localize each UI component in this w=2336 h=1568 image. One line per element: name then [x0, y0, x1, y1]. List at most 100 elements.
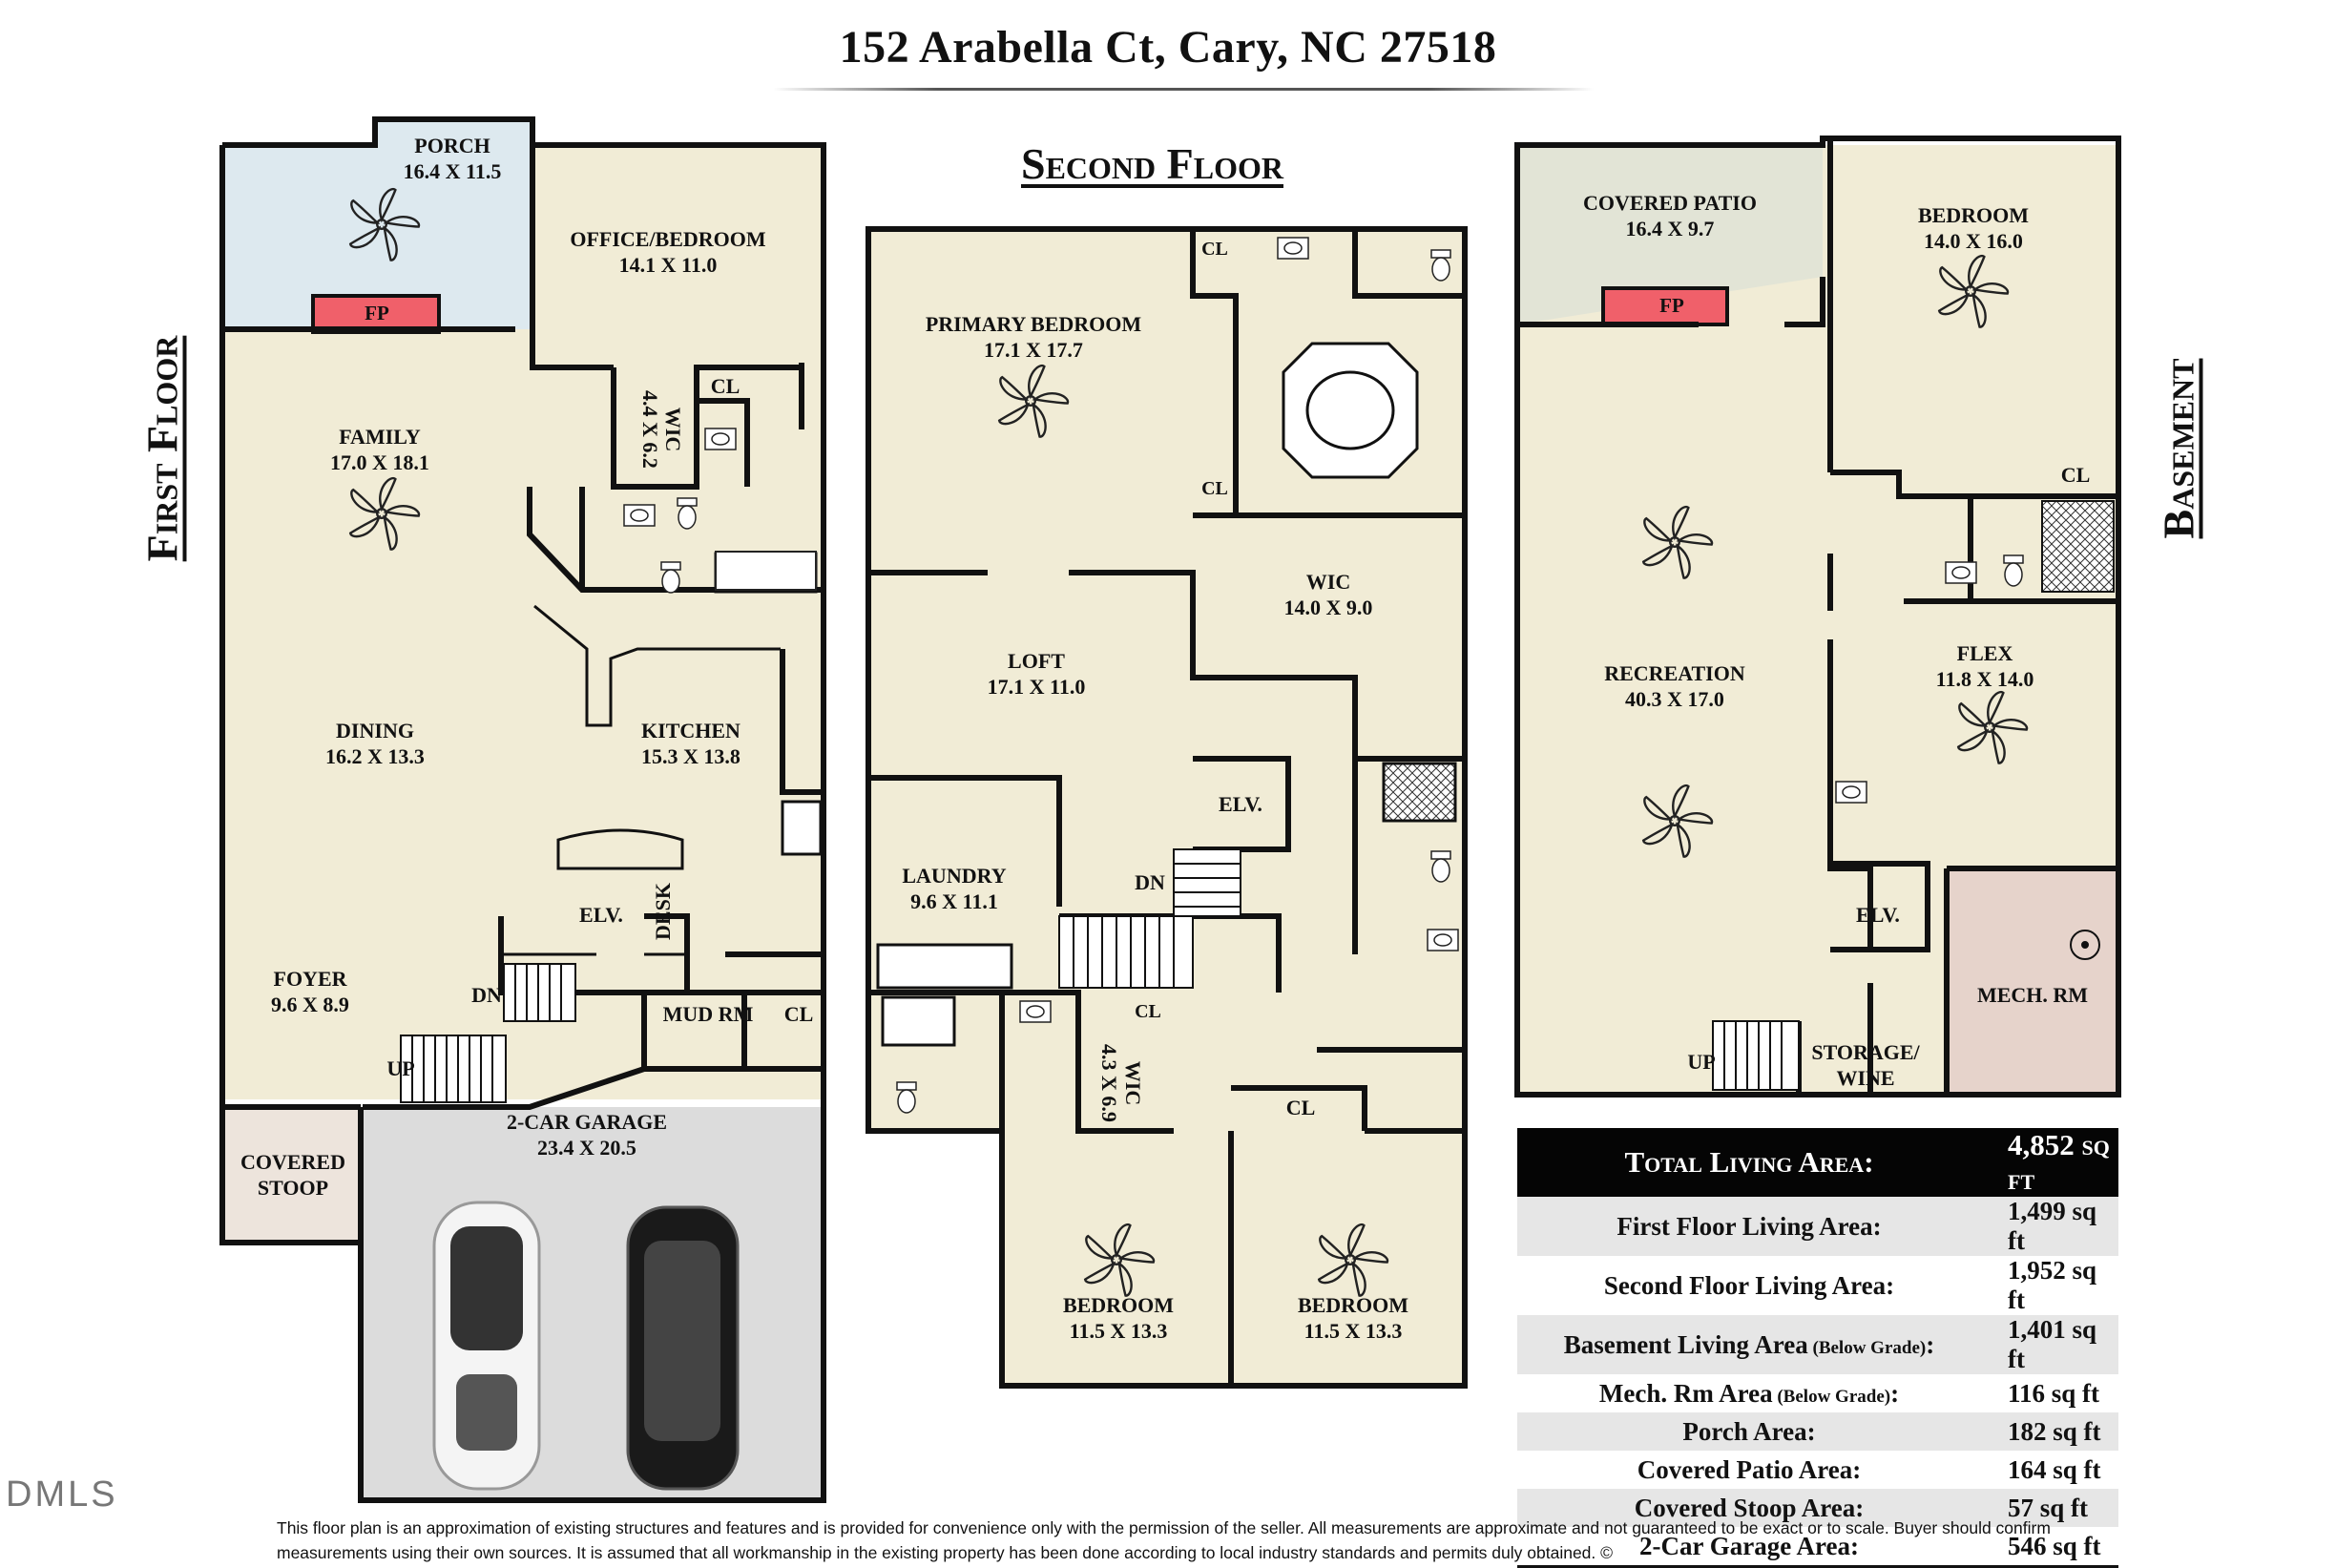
total-area-row: Total Living Area: 4,852 sq ft	[1517, 1128, 2118, 1197]
recreation-dims: 40.3 X 17.0	[1625, 687, 1724, 711]
bed2-dims: 11.5 X 13.3	[1070, 1319, 1168, 1343]
patio-label: COVERED PATIO	[1583, 191, 1757, 215]
car-white-icon	[432, 1201, 541, 1491]
second-floor-plan	[866, 226, 1468, 1389]
foyer-label: FOYER	[274, 967, 348, 991]
foyer-dims: 9.6 X 8.9	[271, 993, 349, 1016]
area-row: Basement Living Area (Below Grade): 1,40…	[1517, 1315, 2118, 1374]
porch-dims: 16.4 X 11.5	[404, 159, 502, 183]
area-row-value: 1,952 sq ft	[2008, 1256, 2097, 1314]
area-row-label: Second Floor Living Area:	[1603, 1270, 1895, 1300]
cl-first-label: CL	[711, 374, 740, 398]
flex-label: FLEX	[1957, 641, 2013, 665]
cl-base-label: CL	[2061, 463, 2091, 487]
mls-watermark: DMLS	[6, 1474, 118, 1515]
disclaimer-text: This floor plan is an approximation of e…	[277, 1518, 2051, 1562]
area-row-label-note: Mech. Rm Area (Below Grade):	[1598, 1378, 1900, 1408]
area-summary-table: Total Living Area: 4,852 sq ft First Flo…	[1517, 1128, 2118, 1568]
wic-first-dims: 4.4 X 6.2	[638, 390, 662, 469]
area-row: Covered Patio Area: 164 sq ft	[1517, 1451, 2118, 1489]
page-title: 152 Arabella Ct, Cary, NC 27518	[839, 22, 1497, 73]
wic-second-dims: 4.3 X 6.9	[1097, 1044, 1121, 1122]
garage-label: 2-CAR GARAGE	[507, 1110, 667, 1134]
area-row: Second Floor Living Area: 1,952 sq ft	[1517, 1256, 2118, 1315]
office-dims: 14.1 X 11.0	[619, 253, 718, 277]
primary-label: PRIMARY BEDROOM	[926, 312, 1142, 336]
dining-dims: 16.2 X 13.3	[325, 744, 425, 768]
dn-second-label: DN	[1135, 870, 1165, 894]
garage-dims: 23.4 X 20.5	[537, 1136, 636, 1160]
dining-label: DINING	[336, 719, 414, 742]
kitchen-label: KITCHEN	[641, 719, 740, 742]
fp-first-label: FP	[365, 302, 389, 324]
family-dims: 17.0 X 18.1	[330, 450, 429, 474]
up-base-label: UP	[1687, 1050, 1715, 1074]
mech-area	[1947, 868, 2118, 1095]
total-area-value: 4,852 sq ft	[1981, 1128, 2118, 1197]
bed2-label: BEDROOM	[1063, 1293, 1174, 1317]
cl-mud-label: CL	[784, 1002, 814, 1026]
area-row-value: 116 sq ft	[2008, 1378, 2100, 1408]
area-row-label: Porch Area:	[1517, 1412, 1981, 1451]
area-row: First Floor Living Area: 1,499 sq ft	[1517, 1197, 2118, 1256]
area-row-label-note: Basement Living Area (Below Grade):	[1517, 1315, 1981, 1374]
stoop-area	[222, 1107, 361, 1241]
laundry-label: LAUNDRY	[902, 864, 1006, 888]
elv-second-label: ELV.	[1219, 792, 1262, 816]
cl-primary2-label: CL	[1201, 478, 1228, 499]
elv-first-label: ELV.	[579, 903, 623, 927]
title-underline	[773, 88, 1594, 91]
bed-base-label: BEDROOM	[1918, 203, 2029, 227]
wic-second-label: WIC	[1121, 1061, 1145, 1105]
cl-second-label: CL	[1135, 1001, 1161, 1022]
loft-dims: 17.1 X 11.0	[988, 675, 1086, 699]
recreation-label: RECREATION	[1604, 661, 1745, 685]
elv-base-label: ELV.	[1856, 903, 1900, 927]
patio-area	[1517, 145, 1823, 324]
wic-first-label: WIC	[661, 408, 685, 451]
storage-label: STORAGE/	[1811, 1040, 1920, 1064]
area-row: Mech. Rm Area (Below Grade): 116 sq ft	[1517, 1374, 2118, 1412]
garage-area	[361, 1107, 821, 1500]
storage-label-2: WINE	[1836, 1066, 1894, 1090]
wic-primary-label: WIC	[1306, 570, 1350, 594]
dn-first-label: DN	[471, 983, 502, 1007]
bed-base-dims: 14.0 X 16.0	[1924, 229, 2023, 253]
family-label: FAMILY	[339, 425, 421, 449]
area-row-value: 164 sq ft	[2008, 1454, 2101, 1484]
flex-dims: 11.8 X 14.0	[1936, 667, 2034, 691]
laundry-dims: 9.6 X 11.1	[910, 889, 998, 913]
area-row: Porch Area: 182 sq ft	[1517, 1412, 2118, 1451]
loft-label: LOFT	[1008, 649, 1065, 673]
patio-dims: 16.4 X 9.7	[1626, 217, 1715, 240]
kitchen-dims: 15.3 X 13.8	[641, 744, 740, 768]
area-row-value: 182 sq ft	[1981, 1412, 2118, 1451]
second-floor-label: Second Floor	[1021, 139, 1283, 188]
porch-label: PORCH	[414, 134, 490, 157]
area-row-value: 57 sq ft	[1981, 1489, 2118, 1527]
stoop-label-1: COVERED	[240, 1150, 345, 1174]
bed3-label: BEDROOM	[1298, 1293, 1408, 1317]
total-area-label: Total Living Area:	[1517, 1128, 1981, 1197]
mud-room-label: MUD RM	[663, 1002, 754, 1026]
primary-dims: 17.1 X 17.7	[984, 338, 1083, 362]
area-row-label: First Floor Living Area:	[1517, 1197, 1981, 1256]
wic-primary-dims: 14.0 X 9.0	[1284, 596, 1373, 619]
area-row-label: Covered Stoop Area:	[1517, 1489, 1981, 1527]
basement-plan	[1514, 136, 2121, 1098]
area-row: Covered Stoop Area: 57 sq ft	[1517, 1489, 2118, 1527]
fireplace-basement	[1601, 286, 1729, 326]
cl-bed3-label: CL	[1286, 1096, 1316, 1119]
area-row-value: 1,401 sq ft	[1981, 1315, 2118, 1374]
fp-basement-label: FP	[1659, 294, 1684, 317]
car-black-icon	[626, 1205, 740, 1491]
area-row-label: Covered Patio Area:	[1637, 1454, 1862, 1484]
first-floor-plan	[219, 116, 826, 1503]
cl-primary-label: CL	[1201, 239, 1228, 260]
office-label: OFFICE/BEDROOM	[570, 227, 766, 251]
up-first-label: UP	[386, 1056, 414, 1080]
stoop-label-2: STOOP	[258, 1176, 328, 1200]
mech-label: MECH. RM	[1977, 983, 2088, 1007]
